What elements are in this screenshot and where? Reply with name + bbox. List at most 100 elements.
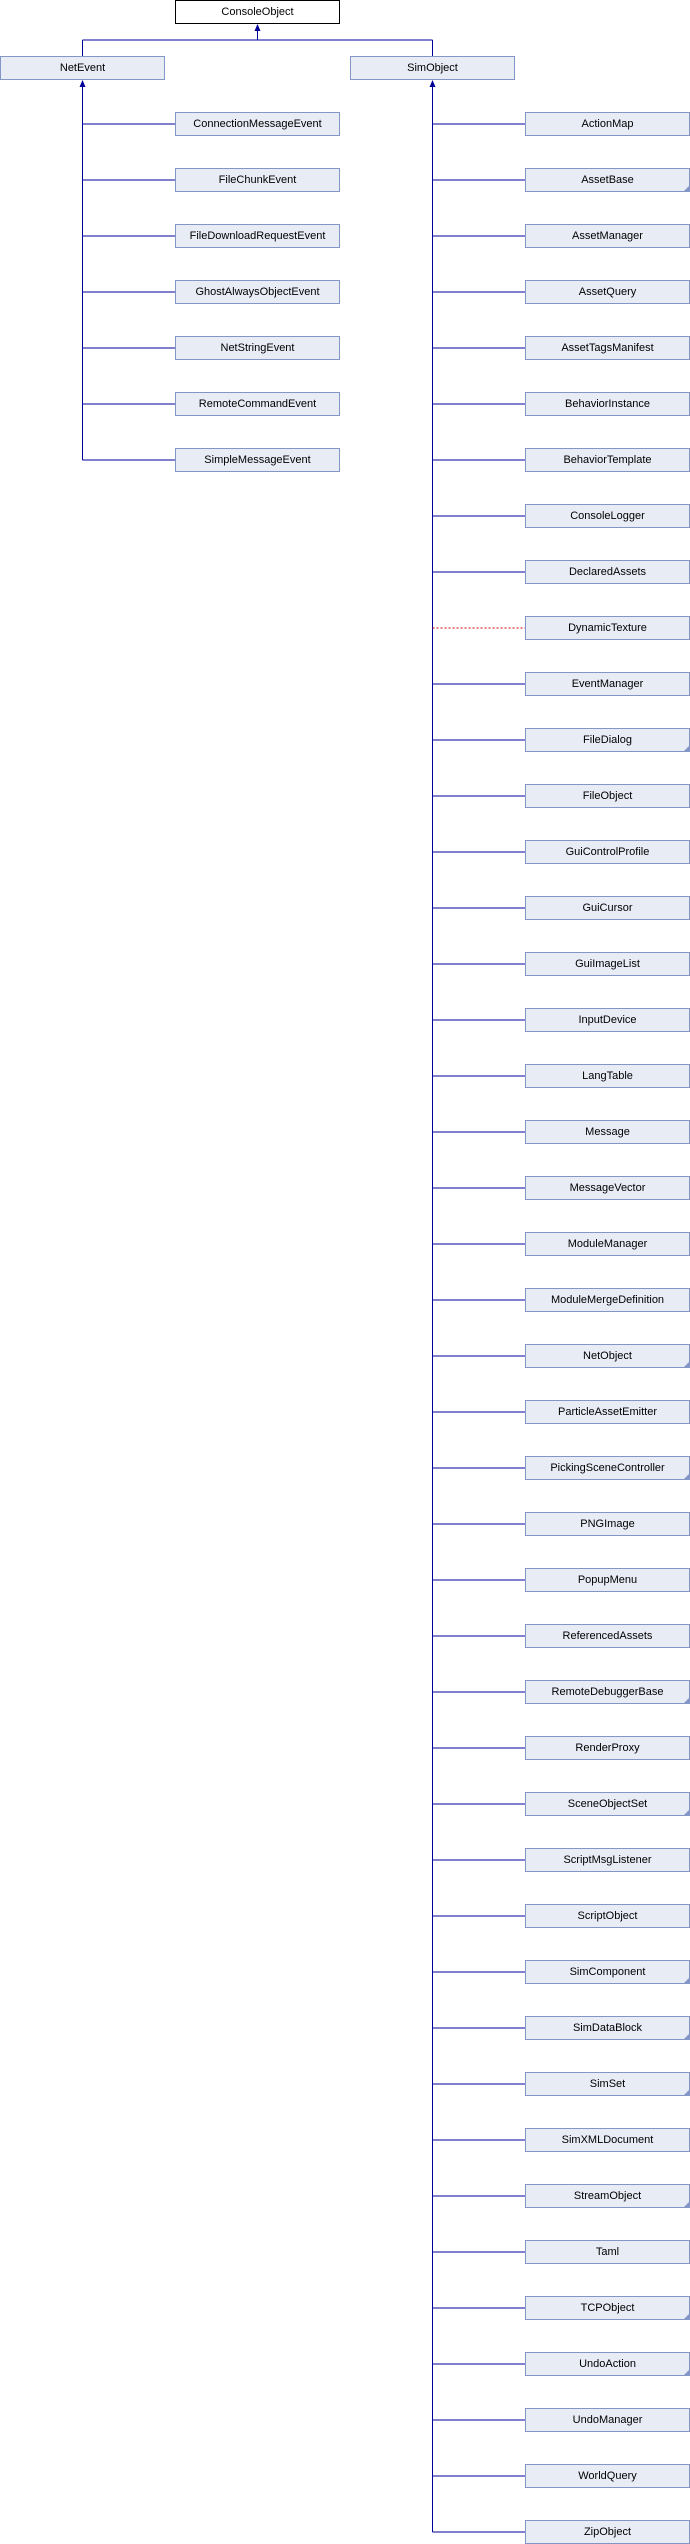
world-query-box[interactable]: WorldQuery xyxy=(525,2464,690,2488)
remote-command-event-box[interactable]: RemoteCommandEvent xyxy=(175,392,340,416)
class-label: NetObject xyxy=(583,1350,632,1362)
sim-set-box[interactable]: SimSet xyxy=(525,2072,690,2096)
stream-object-box[interactable]: StreamObject xyxy=(525,2184,690,2208)
gui-cursor-box[interactable]: GuiCursor xyxy=(525,896,690,920)
class-label: AssetBase xyxy=(581,174,634,186)
gui-image-list-box[interactable]: GuiImageList xyxy=(525,952,690,976)
console-logger-box[interactable]: ConsoleLogger xyxy=(525,504,690,528)
taml-box[interactable]: Taml xyxy=(525,2240,690,2264)
gui-control-profile-box[interactable]: GuiControlProfile xyxy=(525,840,690,864)
file-dialog-box[interactable]: FileDialog xyxy=(525,728,690,752)
scene-object-set-box[interactable]: SceneObjectSet xyxy=(525,1792,690,1816)
class-label: ConsoleObject xyxy=(221,6,294,18)
sim-xmldocument-box[interactable]: SimXMLDocument xyxy=(525,2128,690,2152)
behavior-instance-box[interactable]: BehaviorInstance xyxy=(525,392,690,416)
has-subclasses-corner-icon xyxy=(684,746,689,751)
asset-query-box[interactable]: AssetQuery xyxy=(525,280,690,304)
has-subclasses-corner-icon xyxy=(684,2202,689,2207)
ghost-always-object-event-box[interactable]: GhostAlwaysObjectEvent xyxy=(175,280,340,304)
class-label: AssetManager xyxy=(572,230,643,242)
lang-table-box[interactable]: LangTable xyxy=(525,1064,690,1088)
file-object-box[interactable]: FileObject xyxy=(525,784,690,808)
class-label: ZipObject xyxy=(583,2526,632,2538)
zip-object-box[interactable]: ZipObject xyxy=(525,2520,690,2544)
class-label: SimDataBlock xyxy=(572,2022,643,2034)
class-label: SimComponent xyxy=(569,1966,646,1978)
sim-component-box[interactable]: SimComponent xyxy=(525,1960,690,1984)
referenced-assets-box[interactable]: ReferencedAssets xyxy=(525,1624,690,1648)
remote-debugger-base-box[interactable]: RemoteDebuggerBase xyxy=(525,1680,690,1704)
console-object-box: ConsoleObject xyxy=(175,0,340,24)
undo-action-box[interactable]: UndoAction xyxy=(525,2352,690,2376)
class-label: SimObject xyxy=(407,62,458,74)
class-label: ScriptMsgListener xyxy=(563,1854,652,1866)
declared-assets-box[interactable]: DeclaredAssets xyxy=(525,560,690,584)
tcpobject-box[interactable]: TCPObject xyxy=(525,2296,690,2320)
class-label: DynamicTexture xyxy=(568,622,647,634)
has-subclasses-corner-icon xyxy=(684,186,689,191)
picking-scene-controller-box[interactable]: PickingSceneController xyxy=(525,1456,690,1480)
sim-object-box[interactable]: SimObject xyxy=(350,56,515,80)
particle-asset-emitter-box[interactable]: ParticleAssetEmitter xyxy=(525,1400,690,1424)
class-label: ModuleMergeDefinition xyxy=(550,1294,665,1306)
class-label: FileDialog xyxy=(583,734,632,746)
has-subclasses-corner-icon xyxy=(684,2034,689,2039)
class-label: PickingSceneController xyxy=(550,1462,665,1474)
behavior-template-box[interactable]: BehaviorTemplate xyxy=(525,448,690,472)
net-string-event-box[interactable]: NetStringEvent xyxy=(175,336,340,360)
class-label: TCPObject xyxy=(580,2302,635,2314)
class-label: MessageVector xyxy=(569,1182,646,1194)
class-label: SimXMLDocument xyxy=(561,2134,654,2146)
event-manager-box[interactable]: EventManager xyxy=(525,672,690,696)
class-label: BehaviorInstance xyxy=(565,398,650,410)
class-label: SimpleMessageEvent xyxy=(204,454,311,466)
has-subclasses-corner-icon xyxy=(684,1474,689,1479)
class-label: ConnectionMessageEvent xyxy=(193,118,322,130)
pngimage-box[interactable]: PNGImage xyxy=(525,1512,690,1536)
asset-manager-box[interactable]: AssetManager xyxy=(525,224,690,248)
class-label: GuiImageList xyxy=(575,958,640,970)
class-label: ReferencedAssets xyxy=(562,1630,653,1642)
class-label: EventManager xyxy=(571,678,644,690)
message-box[interactable]: Message xyxy=(525,1120,690,1144)
script-msg-listener-box[interactable]: ScriptMsgListener xyxy=(525,1848,690,1872)
class-label: Taml xyxy=(595,2246,620,2258)
class-label: GuiControlProfile xyxy=(565,846,650,858)
script-object-box[interactable]: ScriptObject xyxy=(525,1904,690,1928)
undo-manager-box[interactable]: UndoManager xyxy=(525,2408,690,2432)
asset-tags-manifest-box[interactable]: AssetTagsManifest xyxy=(525,336,690,360)
has-subclasses-corner-icon xyxy=(684,1362,689,1367)
simple-message-event-box[interactable]: SimpleMessageEvent xyxy=(175,448,340,472)
class-label: NetStringEvent xyxy=(220,342,295,354)
has-subclasses-corner-icon xyxy=(684,1698,689,1703)
class-label: RenderProxy xyxy=(575,1742,640,1754)
class-label: LangTable xyxy=(582,1070,633,1082)
popup-menu-box[interactable]: PopupMenu xyxy=(525,1568,690,1592)
class-label: SimSet xyxy=(589,2078,626,2090)
net-object-box[interactable]: NetObject xyxy=(525,1344,690,1368)
file-download-request-event-box[interactable]: FileDownloadRequestEvent xyxy=(175,224,340,248)
file-chunk-event-box[interactable]: FileChunkEvent xyxy=(175,168,340,192)
input-device-box[interactable]: InputDevice xyxy=(525,1008,690,1032)
class-label: ScriptObject xyxy=(577,1910,638,1922)
net-event-box[interactable]: NetEvent xyxy=(0,56,165,80)
class-label: AssetQuery xyxy=(578,286,637,298)
module-manager-box[interactable]: ModuleManager xyxy=(525,1232,690,1256)
render-proxy-box[interactable]: RenderProxy xyxy=(525,1736,690,1760)
message-vector-box[interactable]: MessageVector xyxy=(525,1176,690,1200)
connection-message-event-box[interactable]: ConnectionMessageEvent xyxy=(175,112,340,136)
sim-data-block-box[interactable]: SimDataBlock xyxy=(525,2016,690,2040)
class-label: NetEvent xyxy=(59,62,106,74)
class-label: FileChunkEvent xyxy=(218,174,297,186)
asset-base-box[interactable]: AssetBase xyxy=(525,168,690,192)
class-label: WorldQuery xyxy=(578,2470,637,2482)
action-map-box[interactable]: ActionMap xyxy=(525,112,690,136)
inheritance-arrow-icon xyxy=(429,80,436,87)
class-label: ConsoleLogger xyxy=(570,510,645,522)
class-label: RemoteDebuggerBase xyxy=(551,1686,664,1698)
class-label: ActionMap xyxy=(581,118,634,130)
class-label: UndoManager xyxy=(572,2414,643,2426)
dynamic-texture-box[interactable]: DynamicTexture xyxy=(525,616,690,640)
module-merge-definition-box[interactable]: ModuleMergeDefinition xyxy=(525,1288,690,1312)
class-label: RemoteCommandEvent xyxy=(198,398,317,410)
